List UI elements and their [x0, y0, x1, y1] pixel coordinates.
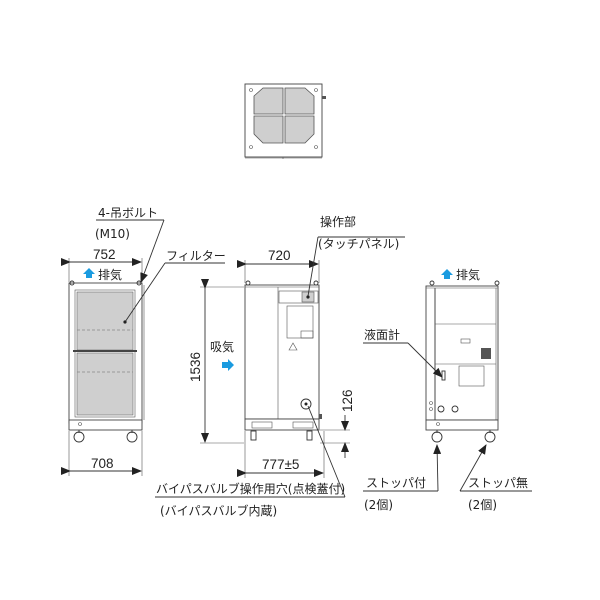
- dimension-708-label: 708: [91, 456, 114, 471]
- dimension-752-label: 752: [93, 247, 116, 262]
- intake-label: 吸気: [210, 339, 234, 354]
- dimension-1536-label: 1536: [188, 352, 203, 382]
- dimension-126: 126: [320, 389, 355, 458]
- dimension-777-label: 777±5: [262, 457, 299, 472]
- filter-label: フィルター: [166, 249, 226, 263]
- dimension-126-label: 126: [340, 389, 355, 412]
- dimension-720: 720: [237, 248, 320, 283]
- hanging-bolt-label: 4-吊ボルト: [98, 206, 158, 220]
- exhaust-arrow-icon-rear: [441, 269, 453, 279]
- caster-without-stopper-label: ストッパ無: [468, 475, 528, 490]
- bypass-valve-sub-label: (バイパスバルブ内蔵): [160, 503, 277, 518]
- bypass-valve-hole-label: バイパスバルブ操作用穴(点検蓋付): [156, 481, 345, 496]
- dimension-708: 708: [61, 431, 143, 476]
- rear-view: [425, 280, 500, 443]
- top-view: [244, 83, 326, 159]
- caster-with-stopper-qty: (2個): [364, 498, 393, 512]
- side-view: [244, 280, 322, 441]
- exhaust-label-rear: 排気: [456, 267, 480, 282]
- control-panel-label: 操作部: [320, 214, 356, 229]
- front-view: [68, 280, 145, 443]
- dimension-777: 777±5: [237, 431, 325, 478]
- exhaust-label-front: 排気: [98, 267, 122, 282]
- dimension-752: 752: [61, 247, 143, 282]
- exhaust-arrow-icon: [83, 268, 95, 278]
- dimension-720-label: 720: [268, 248, 291, 263]
- control-panel-sub-label: (タッチパネル): [318, 237, 399, 251]
- dimension-1536: 1536: [188, 279, 244, 444]
- level-gauge-label: 液面計: [364, 327, 400, 342]
- hanging-bolt-size-label: (M10): [95, 227, 130, 241]
- intake-arrow-icon: [222, 359, 234, 371]
- caster-without-stopper-qty: (2個): [468, 498, 497, 512]
- caster-with-stopper-label: ストッパ付: [366, 476, 426, 490]
